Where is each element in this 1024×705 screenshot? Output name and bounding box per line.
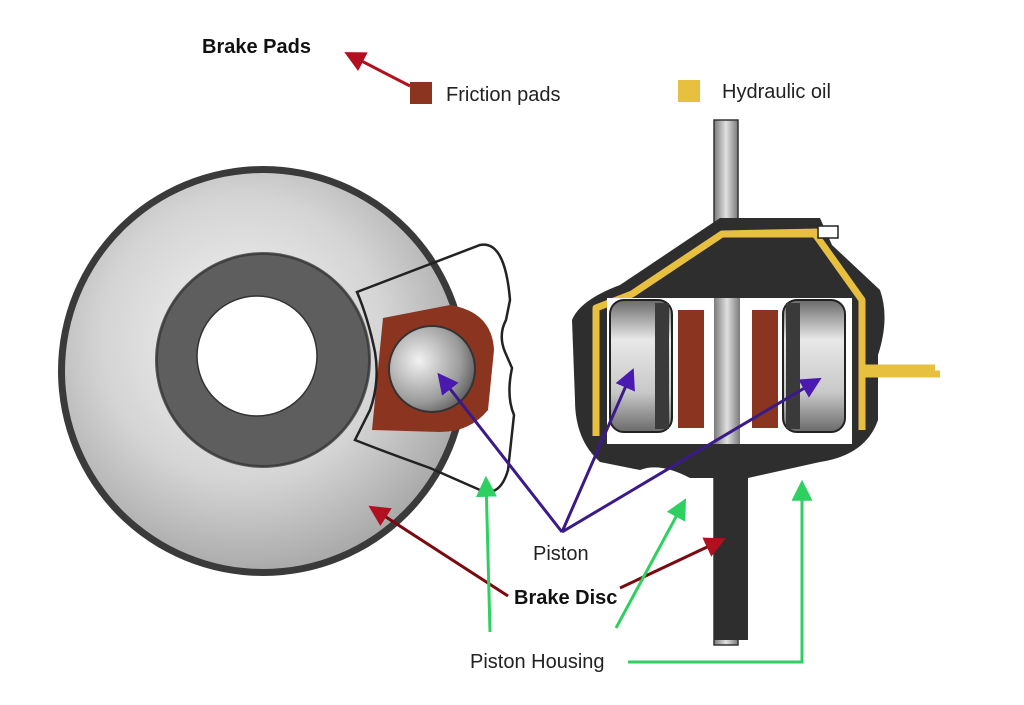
brake-pads-label: Brake Pads <box>202 36 311 58</box>
hydraulic-oil-swatch <box>678 80 700 102</box>
hydraulic-oil-channel <box>592 228 935 436</box>
brake-disc-label: Brake Disc <box>514 587 617 609</box>
friction-pad-left <box>678 310 704 428</box>
piston-housing-label: Piston Housing <box>470 651 605 673</box>
friction-pad-right <box>752 310 778 428</box>
piston-arrows <box>437 368 822 534</box>
brake-pads-arrow <box>344 52 411 88</box>
brake-disc-face <box>58 166 468 576</box>
piston-housing-arrows <box>475 475 813 664</box>
brake-disc-arrows <box>368 505 726 598</box>
piston-left <box>609 299 673 433</box>
piston-label: Piston <box>533 543 589 565</box>
hydraulic-oil-label: Hydraulic oil <box>722 81 831 103</box>
piston-right <box>782 299 846 433</box>
caliper-outline <box>353 243 516 493</box>
friction-pads-swatch <box>410 82 432 104</box>
friction-pads-label: Friction pads <box>446 84 561 106</box>
piston-face <box>388 325 476 413</box>
